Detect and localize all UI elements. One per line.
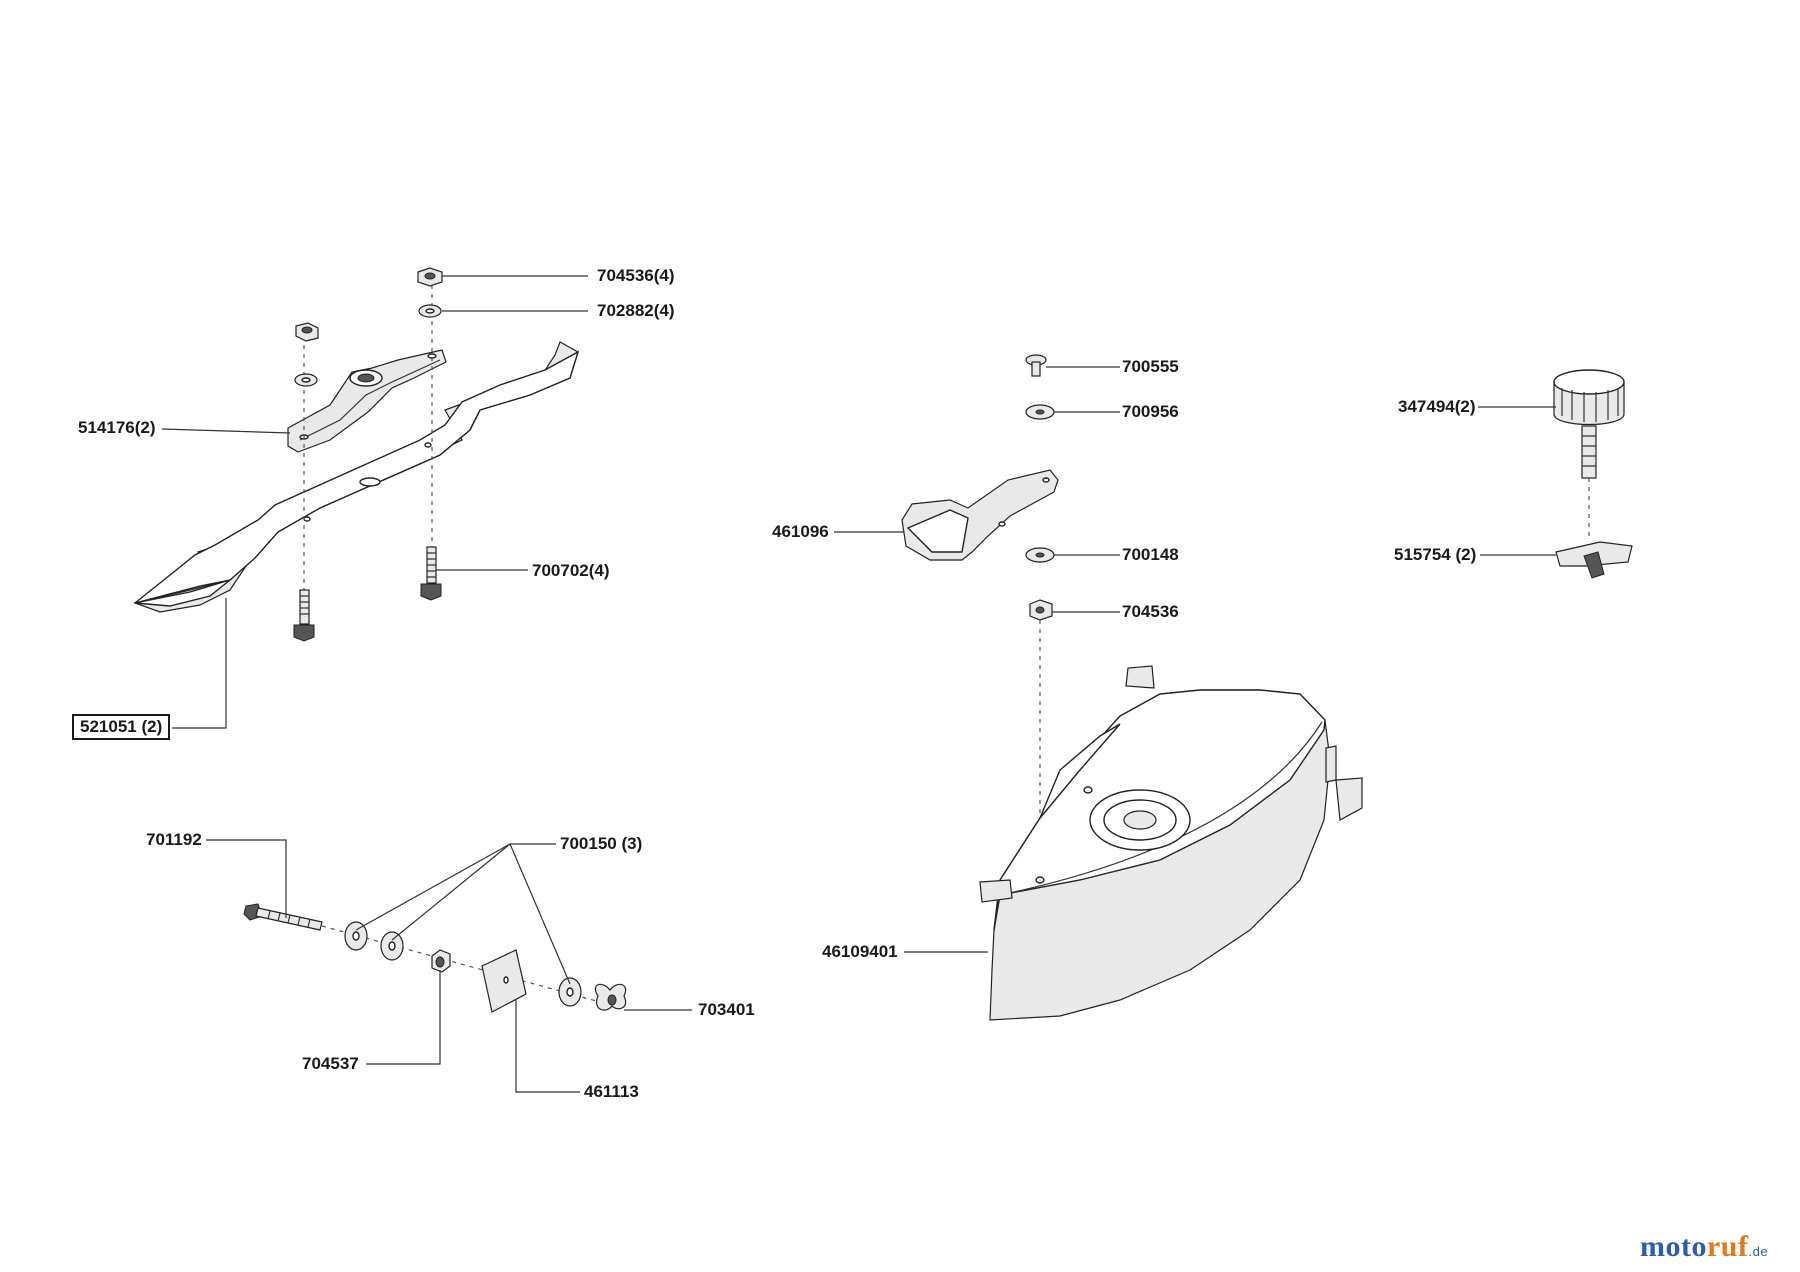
motoruf-logo: motoruf.de [1640,1230,1768,1264]
washer-c [558,977,582,1007]
blade-adapter [287,349,447,453]
nut-kit [431,949,451,973]
washer-left [294,373,318,387]
label-700956: 700956 [1122,402,1179,421]
nut-plate [1555,541,1633,579]
bolt-left [293,589,315,642]
label-514176-2: 514176(2) [78,418,156,437]
washer-b [380,931,404,961]
label-700148: 700148 [1122,545,1179,564]
label-702882-4: 702882(4) [597,301,675,320]
square-plate [481,949,527,1013]
label-521051-2: 521051 (2) [72,714,171,740]
grass-guard [979,665,1363,1021]
washer-a [344,921,368,951]
nut-guard [1029,599,1053,621]
label-700702-4: 700702(4) [532,561,610,580]
label-704536: 704536 [1122,602,1179,621]
logo-part-de: .de [1748,1244,1769,1259]
logo-part-ruf: ruf [1706,1230,1749,1263]
long-bolt [243,903,323,931]
screw-small [1025,354,1047,377]
label-515754-2: 515754 (2) [1394,545,1477,564]
label-703401: 703401 [698,1000,755,1019]
label-700150-3: 700150 (3) [560,834,643,853]
nut-top-right [417,267,443,287]
label-347494-2: 347494(2) [1398,397,1476,416]
logo-part-moto: moto [1640,1230,1707,1263]
guard-bracket [901,469,1059,561]
washer-top-right [418,304,442,318]
washer-guard-mid [1025,547,1055,563]
label-700555: 700555 [1122,357,1179,376]
label-701192: 701192 [146,830,202,849]
nut-left [295,322,319,342]
mower-blade [132,341,580,613]
label-461096: 461096 [772,522,829,541]
washer-guard-top [1025,404,1055,420]
label-704536-4: 704536(4) [597,266,675,285]
knob [1553,369,1625,479]
bolt-right [420,546,442,601]
label-461113: 461113 [584,1082,639,1101]
label-704537: 704537 [302,1054,359,1073]
wing-nut [594,983,627,1011]
label-46109401: 46109401 [822,942,898,961]
